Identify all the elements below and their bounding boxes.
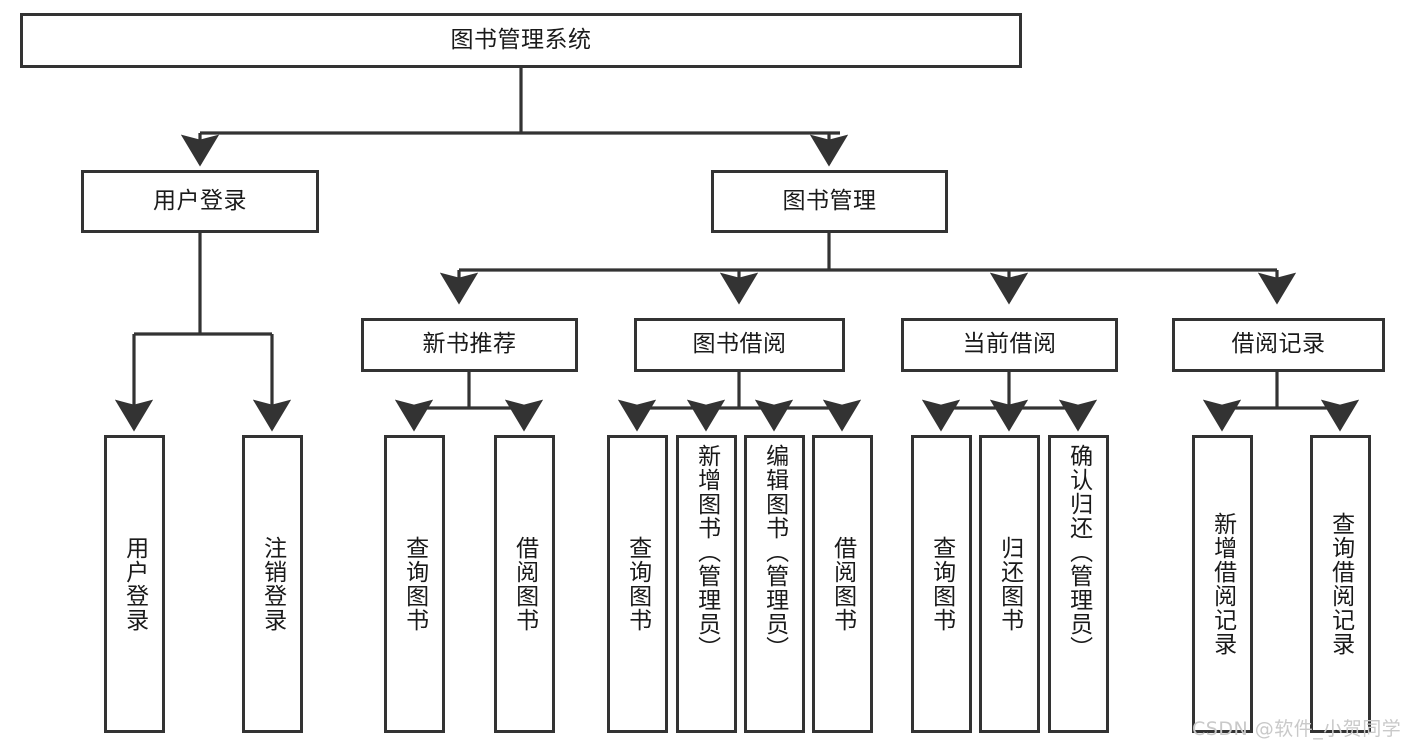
node-user-login[interactable]: 用户登录 xyxy=(81,170,319,233)
leaf-book-borrow-4[interactable]: 借阅图书 xyxy=(812,435,873,733)
node-borrow-record[interactable]: 借阅记录 xyxy=(1172,318,1385,372)
leaf-user-login-2-label: 注销登录 xyxy=(259,536,286,632)
node-new-book-recommend-label: 新书推荐 xyxy=(422,331,517,358)
leaf-user-login-1-label: 用户登录 xyxy=(121,536,148,632)
node-book-manage-label: 图书管理 xyxy=(782,187,877,214)
leaf-book-borrow-4-label: 借阅图书 xyxy=(829,536,856,632)
leaf-current-borrow-2[interactable]: 归还图书 xyxy=(979,435,1040,733)
leaf-book-borrow-2[interactable]: 新增图书（管理员） xyxy=(676,435,737,733)
node-book-borrow[interactable]: 图书借阅 xyxy=(634,318,845,372)
node-current-borrow[interactable]: 当前借阅 xyxy=(901,318,1118,372)
node-book-manage[interactable]: 图书管理 xyxy=(711,170,948,233)
node-root[interactable]: 图书管理系统 xyxy=(20,13,1022,68)
leaf-borrow-record-2-label: 查询借阅记录 xyxy=(1327,512,1354,656)
leaf-borrow-record-2[interactable]: 查询借阅记录 xyxy=(1310,435,1371,733)
leaf-book-borrow-1[interactable]: 查询图书 xyxy=(607,435,668,733)
leaf-current-borrow-2-label: 归还图书 xyxy=(996,536,1023,632)
leaf-new-book-2-label: 借阅图书 xyxy=(511,536,538,632)
node-current-borrow-label: 当前借阅 xyxy=(962,331,1057,358)
leaf-borrow-record-1[interactable]: 新增借阅记录 xyxy=(1192,435,1253,733)
leaf-book-borrow-3[interactable]: 编辑图书（管理员） xyxy=(744,435,805,733)
node-user-login-label: 用户登录 xyxy=(153,187,247,214)
node-borrow-record-label: 借阅记录 xyxy=(1231,331,1326,358)
node-book-borrow-label: 图书借阅 xyxy=(692,331,787,358)
node-root-label: 图书管理系统 xyxy=(450,26,592,53)
leaf-new-book-1[interactable]: 查询图书 xyxy=(384,435,445,733)
leaf-current-borrow-1[interactable]: 查询图书 xyxy=(911,435,972,733)
node-new-book-recommend[interactable]: 新书推荐 xyxy=(361,318,578,372)
watermark: CSDN @软件_小贺同学 xyxy=(1192,714,1401,741)
leaf-book-borrow-3-label: 编辑图书（管理员） xyxy=(761,444,788,660)
watermark-text: CSDN @软件_小贺同学 xyxy=(1192,718,1402,740)
leaf-book-borrow-1-label: 查询图书 xyxy=(624,536,651,632)
leaf-current-borrow-1-label: 查询图书 xyxy=(928,536,955,632)
leaf-new-book-2[interactable]: 借阅图书 xyxy=(494,435,555,733)
leaf-user-login-1[interactable]: 用户登录 xyxy=(104,435,165,733)
leaf-borrow-record-1-label: 新增借阅记录 xyxy=(1209,512,1236,656)
leaf-user-login-2[interactable]: 注销登录 xyxy=(242,435,303,733)
leaf-new-book-1-label: 查询图书 xyxy=(401,536,428,632)
leaf-current-borrow-3-label: 确认归还（管理员） xyxy=(1065,444,1092,660)
leaf-book-borrow-2-label: 新增图书（管理员） xyxy=(693,444,720,660)
leaf-current-borrow-3[interactable]: 确认归还（管理员） xyxy=(1048,435,1109,733)
